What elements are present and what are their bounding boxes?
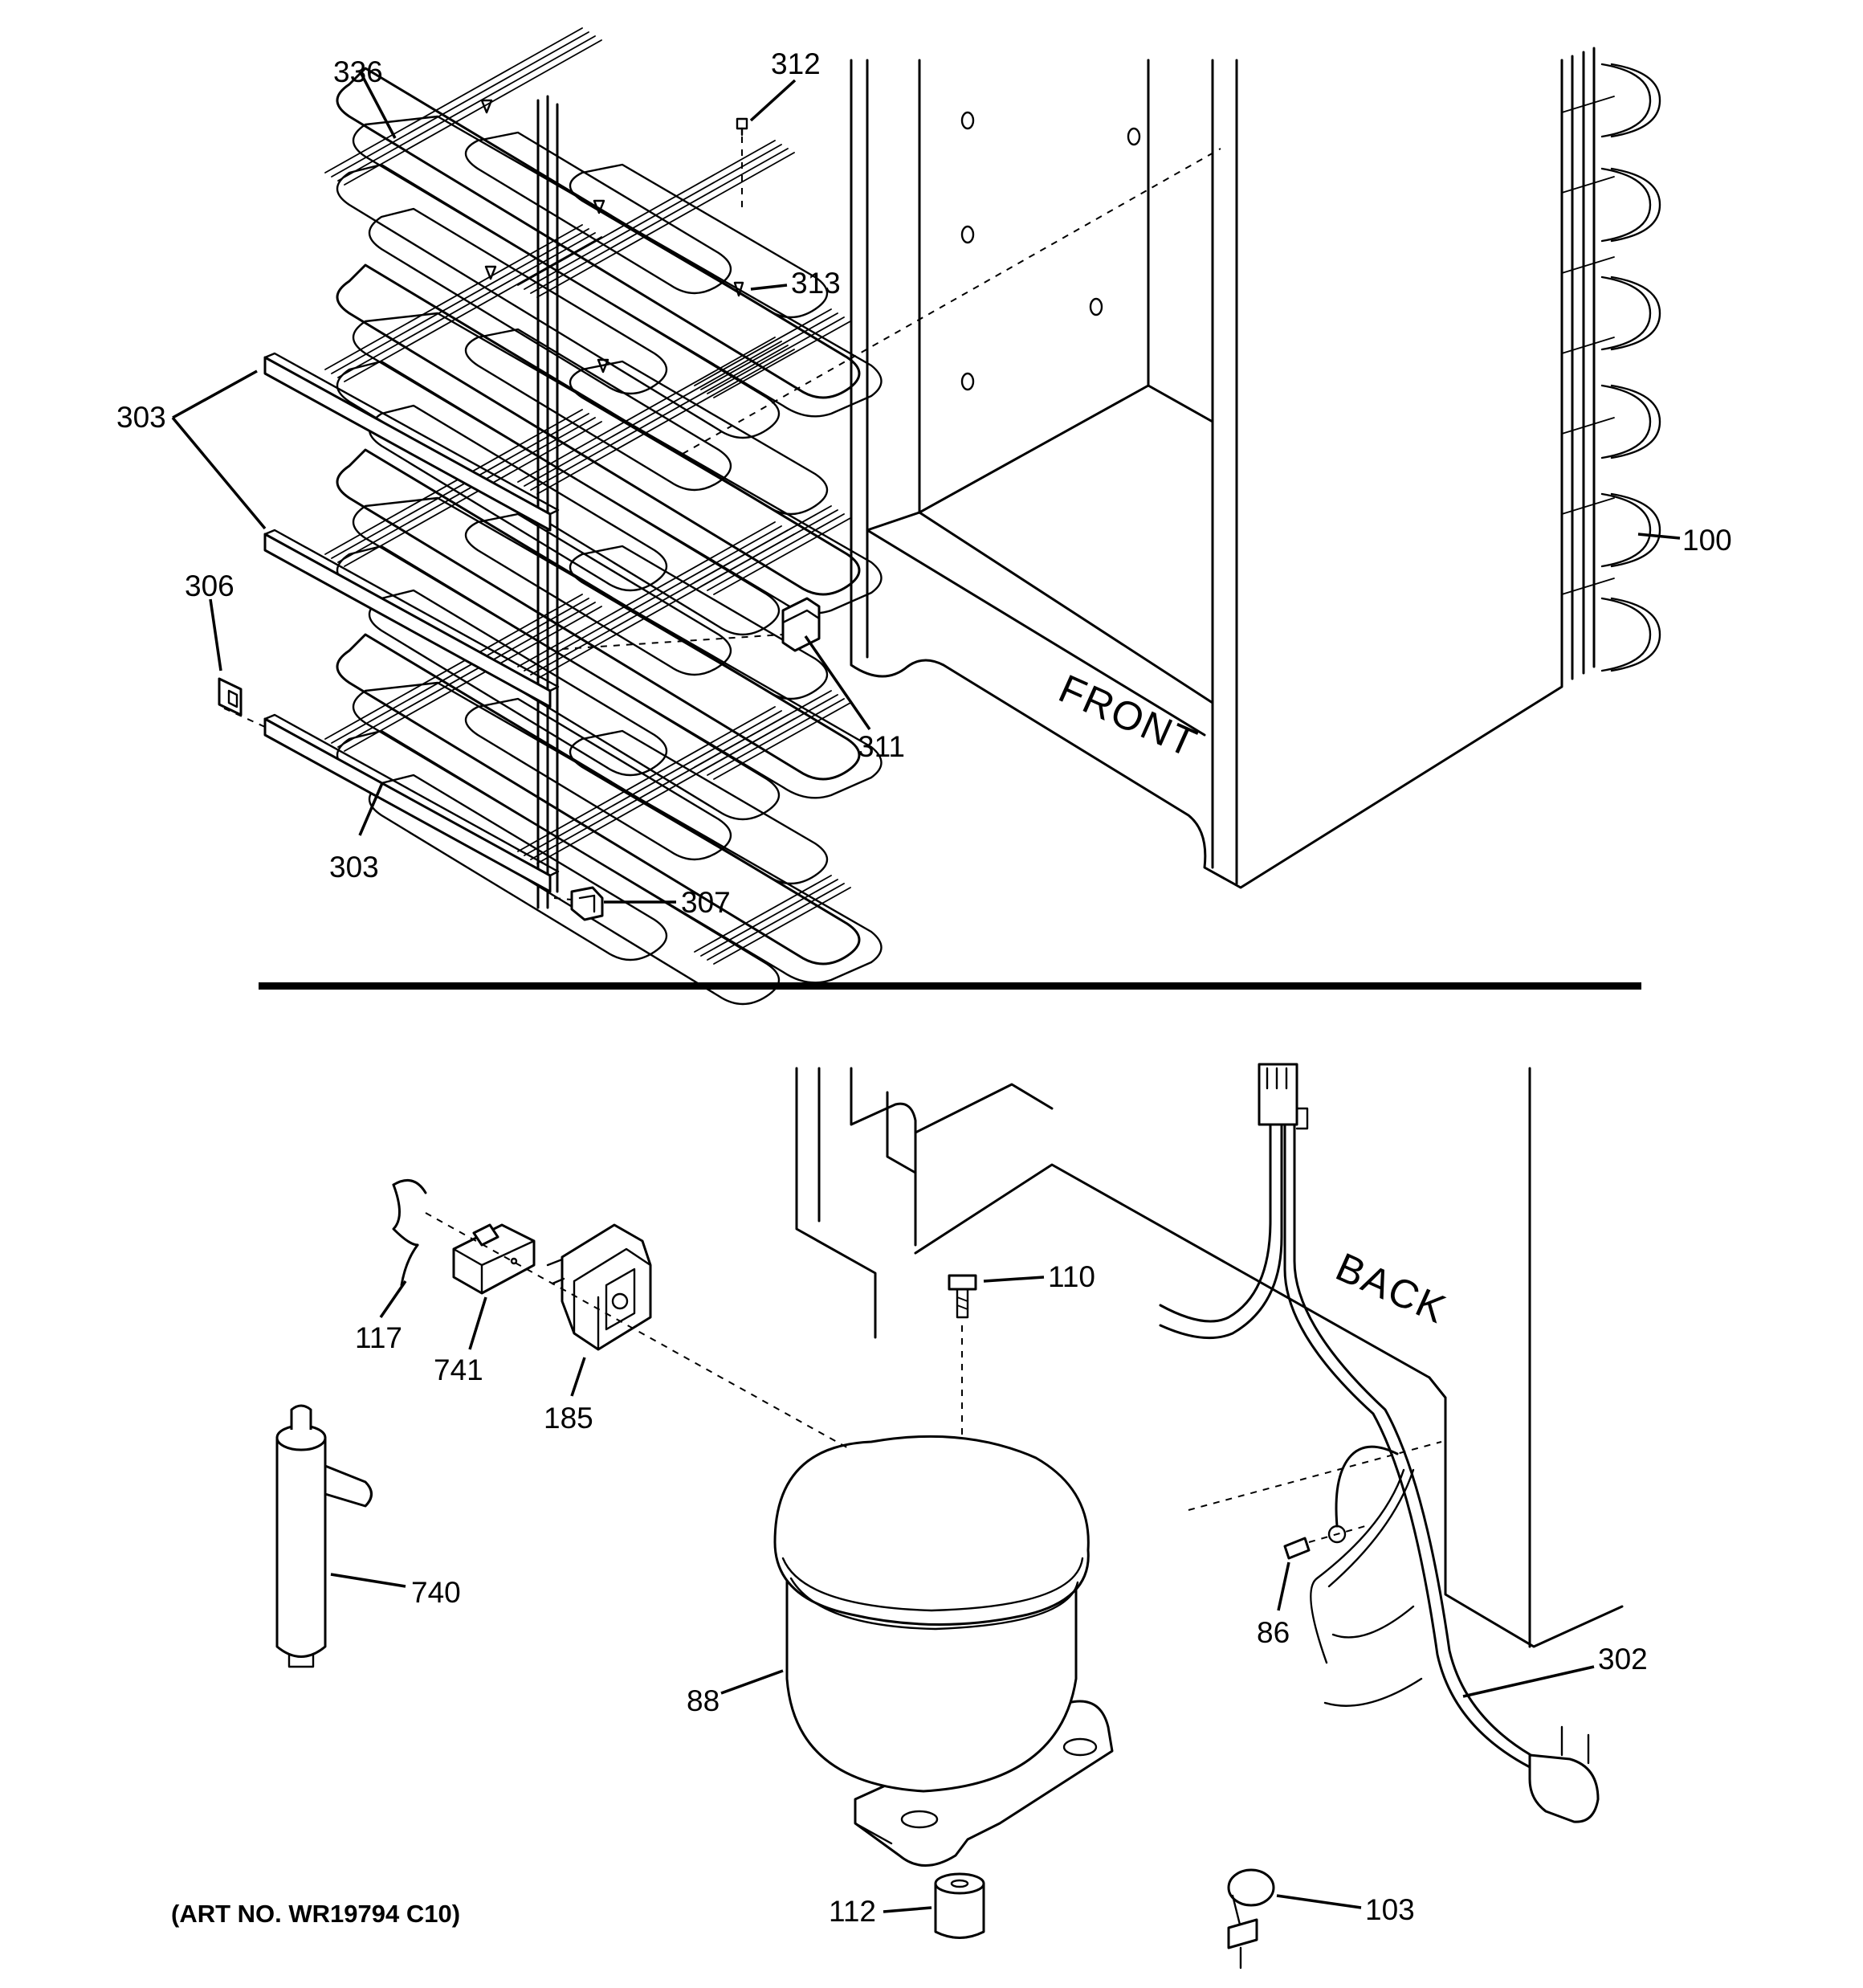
power-cord bbox=[1159, 1063, 1600, 1823]
callout-306: 306 bbox=[185, 569, 234, 602]
callout-307: 307 bbox=[681, 886, 731, 919]
cabinet-base bbox=[795, 1067, 1624, 1648]
bolt-110 bbox=[948, 1274, 977, 1319]
callout-86: 86 bbox=[1257, 1616, 1290, 1649]
callout-311: 311 bbox=[858, 730, 905, 763]
callout-302: 302 bbox=[1598, 1643, 1648, 1676]
callout-303-upper: 303 bbox=[116, 401, 166, 434]
callout-100: 100 bbox=[1682, 524, 1732, 557]
callout-110: 110 bbox=[1048, 1260, 1095, 1293]
drier-740 bbox=[275, 1404, 373, 1668]
freezer-cabinet bbox=[850, 59, 1563, 889]
evaporator-screws bbox=[480, 99, 609, 374]
screw-312 bbox=[736, 117, 748, 137]
clip-307 bbox=[570, 886, 604, 921]
callout-117: 117 bbox=[355, 1321, 402, 1354]
callout-185: 185 bbox=[544, 1402, 593, 1435]
screw-86 bbox=[1283, 1537, 1311, 1560]
callout-112: 112 bbox=[829, 1895, 876, 1928]
section-divider bbox=[259, 982, 1641, 990]
shelf-rail-middle bbox=[263, 529, 560, 708]
clip-117 bbox=[392, 1178, 427, 1287]
callout-741: 741 bbox=[434, 1353, 483, 1386]
callout-313: 313 bbox=[791, 267, 841, 300]
bracket-311 bbox=[781, 597, 821, 652]
condenser-coil bbox=[1560, 47, 1661, 684]
art-number: (ART NO. WR19794 C10) bbox=[171, 1900, 460, 1928]
callout-740: 740 bbox=[411, 1576, 461, 1609]
cord-clamp-103 bbox=[1227, 1868, 1275, 1970]
relay-185 bbox=[546, 1223, 652, 1351]
callout-303-lower: 303 bbox=[329, 851, 379, 884]
callout-88: 88 bbox=[687, 1684, 720, 1717]
shelf-rail-lower bbox=[263, 713, 560, 893]
evaporator-coil bbox=[324, 27, 883, 1006]
overload-741 bbox=[452, 1223, 536, 1295]
clip-306 bbox=[218, 677, 243, 716]
callout-336: 336 bbox=[333, 55, 383, 88]
back-label: BACK bbox=[1330, 1244, 1453, 1333]
grommet-112 bbox=[934, 1872, 985, 1939]
compressor bbox=[773, 1435, 1114, 1867]
callout-103: 103 bbox=[1365, 1893, 1415, 1926]
shelf-rail-upper bbox=[263, 352, 560, 532]
screw-313 bbox=[733, 281, 744, 297]
front-label: FRONT bbox=[1053, 666, 1205, 766]
callout-312: 312 bbox=[771, 47, 821, 80]
ground-wire bbox=[1310, 1445, 1423, 1707]
